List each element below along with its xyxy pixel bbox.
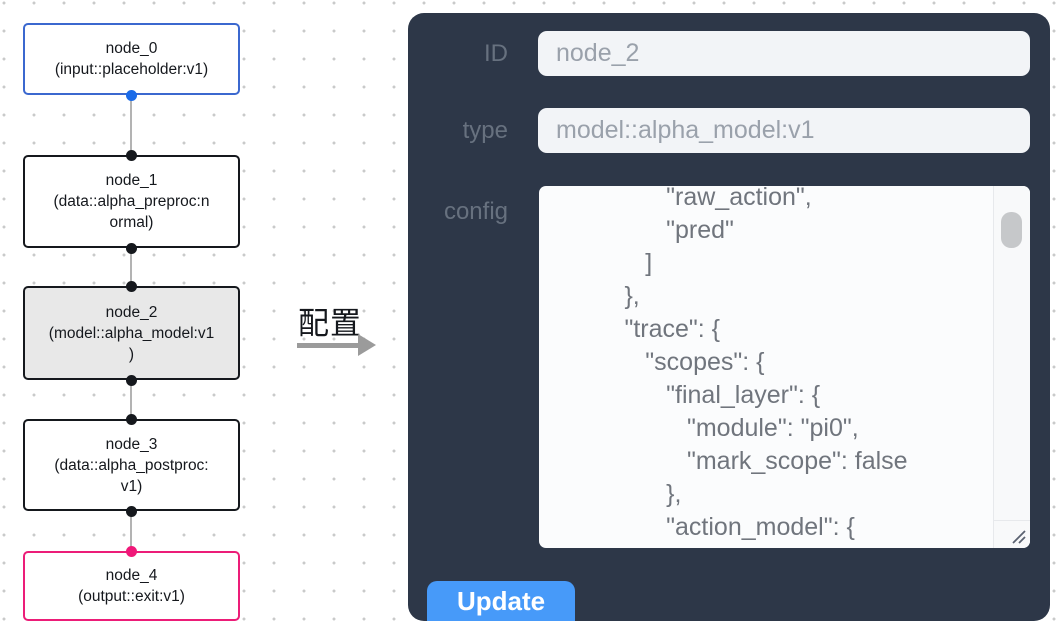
node-label: node_3 (data::alpha_postproc: v1) <box>54 435 209 495</box>
handle-node2-source[interactable] <box>125 374 137 386</box>
edge-node1-node2 <box>130 248 132 286</box>
handle-node1-target[interactable] <box>125 149 137 161</box>
handle-node3-source[interactable] <box>125 505 137 517</box>
flow-node-postproc[interactable]: node_3 (data::alpha_postproc: v1) <box>23 419 240 511</box>
handle-node3-target[interactable] <box>125 413 137 425</box>
config-line: "mark_scope": false <box>555 447 908 475</box>
right-arrow-icon <box>297 343 360 348</box>
config-line: }, <box>555 480 682 508</box>
config-textarea[interactable]: "raw_action", "pred" ] }, "trace": { "sc… <box>539 186 1030 548</box>
config-line: "raw_action", <box>555 186 812 211</box>
update-button[interactable]: Update <box>427 581 575 621</box>
handle-node4-target[interactable] <box>125 545 137 557</box>
configure-label: 配置 <box>298 306 362 341</box>
edge-node3-node4 <box>130 511 132 551</box>
flow-node-input[interactable]: node_0 (input::placeholder:v1) <box>23 23 240 95</box>
config-json-content: "raw_action", "pred" ] }, "trace": { "sc… <box>539 186 908 544</box>
config-line: }, <box>555 282 640 310</box>
scrollbar-corner-divider <box>993 520 1030 521</box>
config-line: "scopes": { <box>555 348 765 376</box>
flow-node-model-selected[interactable]: node_2 (model::alpha_model:v1 ) <box>23 286 240 380</box>
config-line: ] <box>555 249 653 277</box>
config-line: "trace": { <box>555 315 721 343</box>
resize-handle-icon[interactable] <box>1009 527 1027 545</box>
right-arrow-head-icon <box>358 334 376 356</box>
type-label: type <box>462 117 508 144</box>
node-label: node_4 (output::exit:v1) <box>78 567 185 605</box>
handle-node0-source[interactable] <box>125 89 137 101</box>
edge-node2-node3 <box>130 380 132 419</box>
handle-node1-source[interactable] <box>125 242 137 254</box>
node-label: node_0 (input::placeholder:v1) <box>54 40 209 78</box>
config-label: config <box>443 198 508 225</box>
node-label: node_2 (model::alpha_model:v1 ) <box>48 303 215 363</box>
handle-node2-target[interactable] <box>125 280 137 292</box>
flow-node-preproc[interactable]: node_1 (data::alpha_preproc:n ormal) <box>23 155 240 248</box>
type-input[interactable] <box>538 108 1030 153</box>
config-line: "action_model": { <box>555 513 855 541</box>
config-line: "pred" <box>555 216 734 244</box>
id-label: ID <box>484 40 508 67</box>
config-line: "final_layer": { <box>555 381 821 409</box>
node-label: node_1 (data::alpha_preproc:n ormal) <box>53 172 210 231</box>
config-line: "module": "pi0", <box>555 414 859 442</box>
scrollbar-thumb[interactable] <box>1001 212 1022 248</box>
edge-node0-node1 <box>130 95 132 155</box>
id-input[interactable] <box>538 31 1030 76</box>
flow-node-output[interactable]: node_4 (output::exit:v1) <box>23 551 240 621</box>
flow-canvas: node_0 (input::placeholder:v1) node_1 (d… <box>0 0 408 643</box>
node-config-panel: ID type config "raw_action", "pred" ] },… <box>408 13 1050 621</box>
